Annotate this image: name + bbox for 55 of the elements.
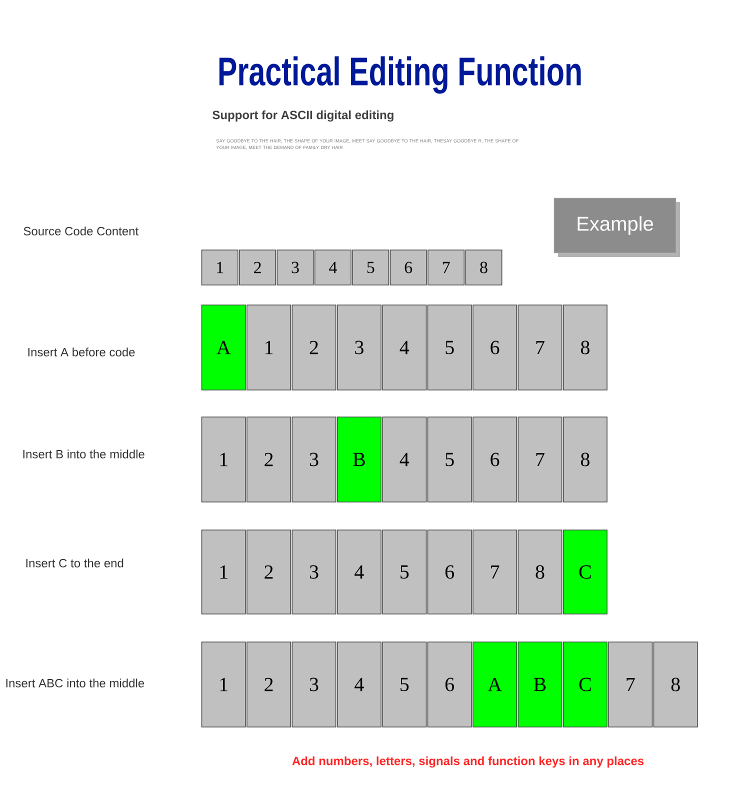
code-cell: 1 [201, 416, 246, 502]
code-cell: 4 [336, 642, 382, 728]
code-cell: 4 [336, 530, 382, 614]
code-cell: 2 [292, 304, 336, 390]
code-cell: 8 [562, 416, 608, 502]
code-cell: 7 [472, 530, 518, 614]
highlighted-cell: C [562, 530, 608, 614]
subtitle: Support for ASCII digital editing [212, 110, 394, 122]
code-cell: 6 [427, 530, 472, 614]
code-cell: 8 [465, 250, 502, 286]
code-cell: 3 [292, 416, 336, 502]
code-cell: 8 [518, 530, 562, 614]
highlighted-cell: C [562, 642, 608, 728]
row-label: Insert A before code [28, 348, 135, 356]
code-cell: 8 [653, 642, 698, 728]
code-cell: 7 [518, 304, 562, 390]
code-cell: 2 [239, 250, 276, 286]
code-cell: 7 [428, 250, 465, 286]
code-cell: 3 [292, 642, 336, 728]
code-cell: 8 [562, 304, 608, 390]
highlighted-cell: B [336, 416, 382, 502]
example-button: Example [554, 198, 680, 257]
highlighted-cell: A [472, 642, 518, 728]
code-cell: 3 [292, 530, 336, 614]
code-cell: 7 [518, 416, 562, 502]
code-cell: 7 [608, 642, 653, 728]
code-cell: 5 [382, 530, 427, 614]
code-cell: 5 [427, 416, 472, 502]
code-cell: 3 [336, 304, 382, 390]
code-cell: 6 [427, 642, 472, 728]
code-cell: 4 [382, 304, 427, 390]
code-cell: 6 [472, 416, 518, 502]
highlighted-cell: A [201, 304, 246, 390]
row-label: Insert B into the middle [23, 450, 144, 458]
code-cell: 3 [276, 250, 314, 286]
code-cell: 2 [246, 530, 292, 614]
highlighted-cell: B [518, 642, 562, 728]
title: Practical Editing Function [219, 56, 581, 94]
code-cell: 6 [472, 304, 518, 390]
code-cell: 1 [201, 642, 246, 728]
code-cell: 4 [314, 250, 352, 286]
code-cell: 4 [382, 416, 427, 502]
row-label: Insert ABC into the middle [6, 678, 144, 688]
code-cell: 6 [390, 250, 427, 286]
code-cell: 1 [201, 250, 238, 286]
code-cell: 5 [427, 304, 472, 390]
row-label: Insert C to the end [26, 558, 124, 568]
code-cell: 2 [246, 642, 292, 728]
row-label: Source Code Content [24, 226, 138, 236]
code-cell: 5 [352, 250, 390, 286]
code-cell: 1 [201, 530, 246, 614]
footnote: Add numbers, letters, signals and function keys in any places [292, 756, 644, 768]
code-cell: 5 [382, 642, 427, 728]
code-cell: 2 [246, 416, 292, 502]
code-cell: 1 [246, 304, 292, 390]
